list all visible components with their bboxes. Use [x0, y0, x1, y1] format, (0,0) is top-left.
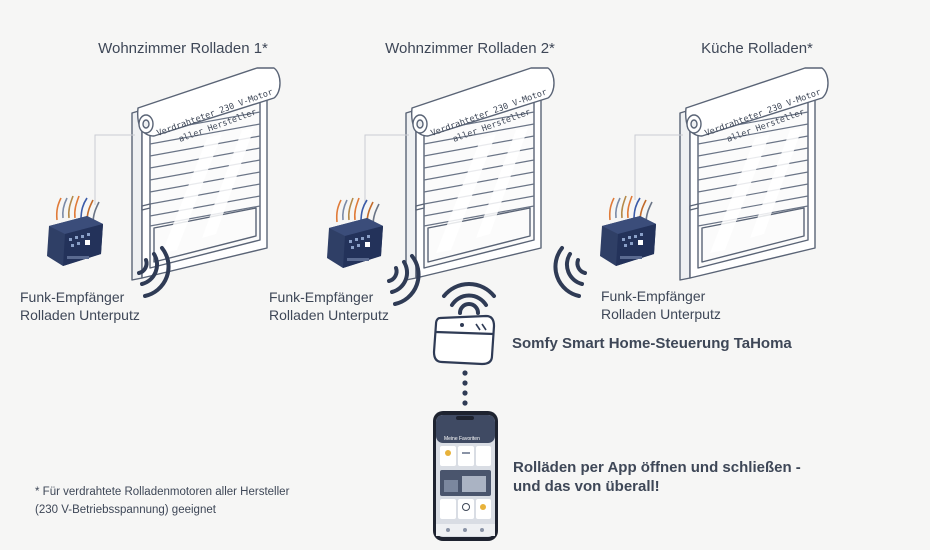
receiver-label-2-line2: Rolladen Unterputz — [269, 307, 389, 323]
receiver-module-2-icon — [326, 197, 384, 269]
shutter-title-2: Wohnzimmer Rolladen 2* — [385, 40, 555, 57]
shutter-title-3: Küche Rolladen* — [701, 40, 813, 57]
receiver-label-3: Funk-Empfänger Rolladen Unterputz — [601, 287, 721, 323]
wiring-lines — [94, 134, 683, 205]
app-label: Rolläden per App öffnen und schließen - … — [513, 458, 801, 496]
receiver-label-1-line1: Funk-Empfänger — [20, 289, 125, 305]
smartphone-icon: Meine Favoriten — [433, 411, 498, 541]
receiver-label-1: Funk-Empfänger Rolladen Unterputz — [20, 288, 140, 324]
tahoma-hub-icon — [432, 314, 496, 366]
wifi-icon — [442, 282, 496, 315]
footnote-line2: (230 V-Betriebsspannung) geeignet — [35, 504, 216, 516]
footnote-line1: * Für verdrahtete Rolladenmotoren aller … — [35, 486, 290, 498]
footnote: * Für verdrahtete Rolladenmotoren aller … — [35, 483, 289, 519]
receiver-label-2-line1: Funk-Empfänger — [269, 289, 374, 305]
radio-waves-2-icon — [387, 254, 421, 306]
radio-waves-3-icon — [553, 246, 587, 298]
receiver-module-1-icon — [46, 195, 104, 267]
hub-label: Somfy Smart Home-Steuerung TaHoma — [512, 335, 792, 352]
shutter-title-1: Wohnzimmer Rolladen 1* — [98, 40, 268, 57]
app-screen-title: Meine Favoriten — [444, 436, 480, 442]
connection-dots — [462, 370, 468, 406]
receiver-label-1-line2: Rolladen Unterputz — [20, 307, 140, 323]
receiver-label-3-line1: Funk-Empfänger — [601, 288, 706, 304]
receiver-label-2: Funk-Empfänger Rolladen Unterputz — [269, 288, 389, 324]
app-label-line2: und das von überall! — [513, 478, 660, 495]
receiver-label-3-line2: Rolladen Unterputz — [601, 306, 721, 322]
receiver-module-3-icon — [599, 195, 657, 267]
app-label-line1: Rolläden per App öffnen und schließen - — [513, 459, 801, 476]
